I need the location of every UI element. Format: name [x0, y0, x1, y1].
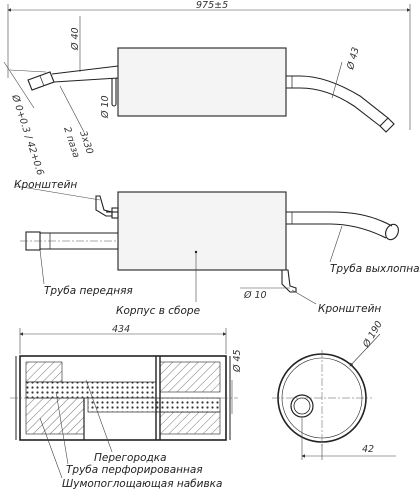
bracket-top-label: Кронштейн: [14, 179, 77, 191]
perforated-pipe-label: Труба перфорированная: [66, 464, 203, 476]
sound-packing-label: Шумопоглощающая набивка: [62, 478, 222, 490]
section-view: 434 Ø 45 Перегородка Труба перфорированн…: [10, 324, 243, 490]
bracket-bottom-label: Кронштейн: [318, 303, 381, 315]
hanger-dia-top-label: Ø 10: [100, 95, 111, 119]
body-assembly-label: Корпус в сборе: [116, 305, 200, 317]
rear-pipe-dia-label: Ø 43: [345, 46, 362, 72]
muffler-body-side: [117, 191, 287, 271]
inlet-dia-label: Ø 0+0.3 / 42+0.6: [9, 93, 46, 177]
side-view: Ø 10 Кронштейн Труба передняя Труба выхл…: [14, 179, 420, 317]
body-dia-label: Ø 190: [361, 319, 385, 350]
body-length-label: 434: [112, 324, 130, 335]
perforated-dia-label: Ø 45: [232, 349, 243, 373]
slots-label: 2 паза: [61, 126, 81, 160]
front-pipe-dia-label: Ø 40: [70, 27, 81, 51]
end-view: Ø 190 42: [272, 319, 396, 460]
partition-label: Перегородка: [94, 452, 167, 464]
exhaust-pipe-label: Труба выхлопная: [330, 263, 420, 275]
offset-label: 42: [362, 444, 374, 455]
front-pipe-label: Труба передняя: [44, 285, 133, 297]
hanger-dia-mid-label: Ø 10: [243, 290, 267, 301]
muffler-body-top: [117, 47, 287, 117]
top-view: 975±5 Ø 40 Ø 43 Ø 10 Ø 0+0.3 / 42+0.6 2 …: [3, 0, 411, 177]
overall-length-label: 975±5: [196, 0, 228, 11]
